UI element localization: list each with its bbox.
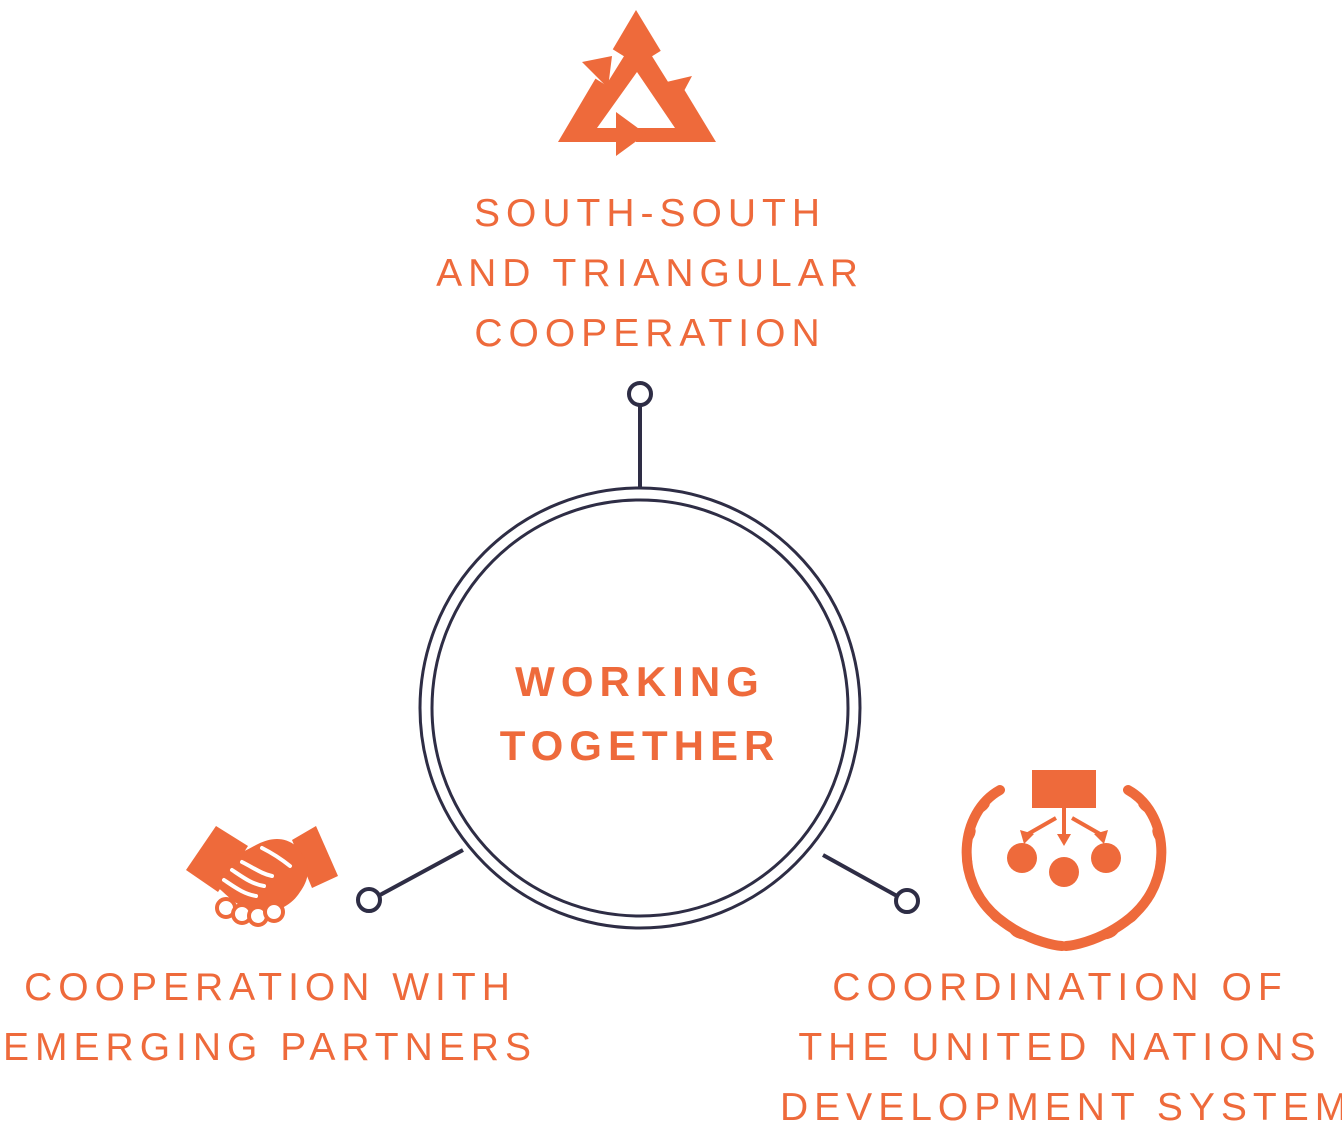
top-label-line-2: AND TRIANGULAR: [436, 252, 864, 295]
connector-right: [822, 853, 920, 914]
triangle-recycle-icon: [558, 10, 716, 156]
top-node-label: SOUTH-SOUTH AND TRIANGULAR COOPERATION: [340, 184, 960, 364]
connector-left: [356, 848, 464, 913]
right-label-line-2: THE UNITED NATIONS: [798, 1026, 1322, 1069]
connector-top: [627, 381, 653, 488]
right-label-line-3: DEVELOPMENT SYSTEM: [780, 1086, 1342, 1129]
top-label-line-1: SOUTH-SOUTH: [474, 192, 826, 235]
center-title: WORKING TOGETHER: [440, 650, 840, 778]
right-label-line-1: COORDINATION OF: [832, 966, 1288, 1009]
left-label-line-1: COOPERATION WITH: [24, 966, 516, 1009]
top-label-line-3: COOPERATION: [474, 312, 826, 355]
center-title-line-1: WORKING: [515, 658, 765, 705]
un-laurel-organization-icon: [961, 770, 1167, 951]
left-node-label: COOPERATION WITH EMERGING PARTNERS: [0, 958, 540, 1078]
left-label-line-2: EMERGING PARTNERS: [3, 1026, 537, 1069]
right-node-label: COORDINATION OF THE UNITED NATIONS DEVEL…: [780, 958, 1342, 1138]
center-title-line-2: TOGETHER: [499, 722, 781, 769]
handshake-icon: [186, 826, 338, 927]
